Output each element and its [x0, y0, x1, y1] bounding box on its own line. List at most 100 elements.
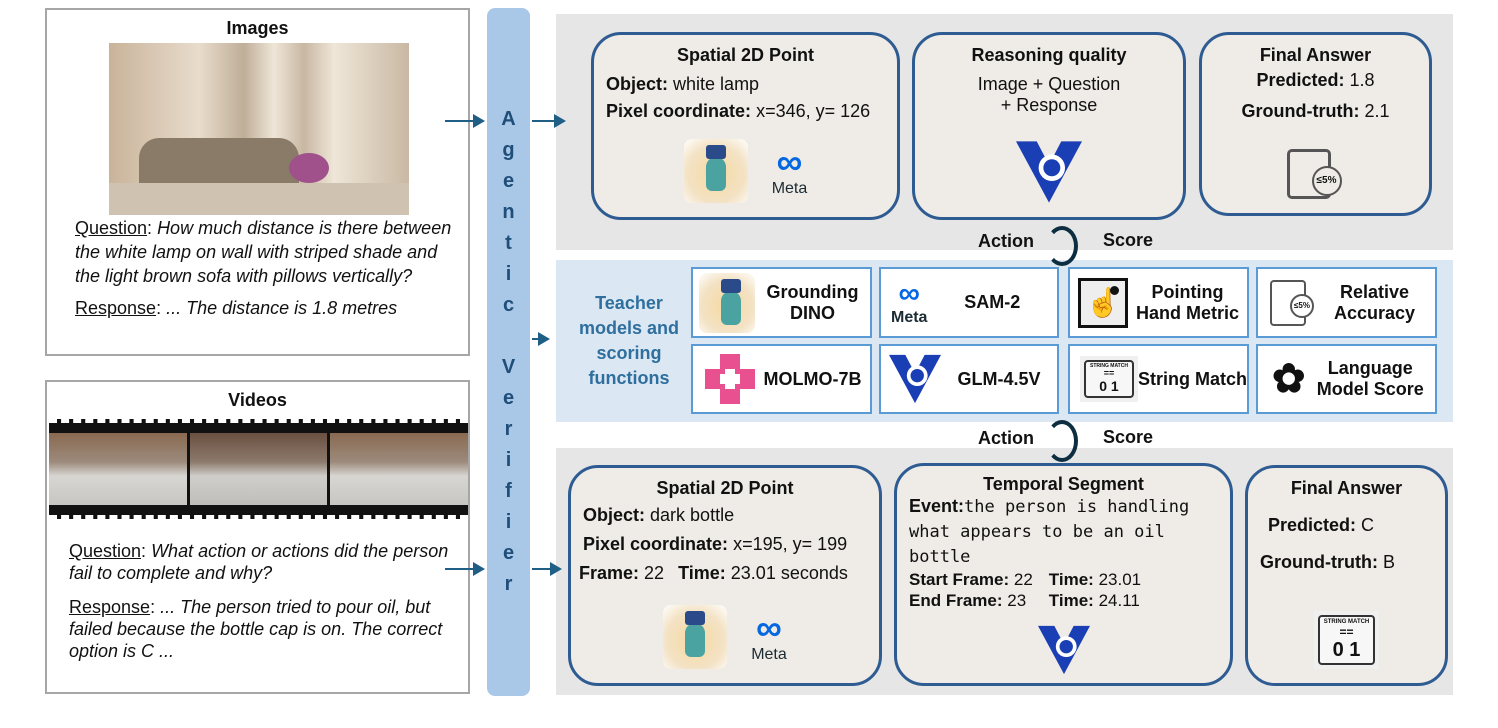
video-qa-block: Question: What action or actions did the…	[69, 540, 467, 662]
grounding-dino-icon	[699, 272, 755, 333]
label: Pixel coordinate:	[583, 534, 729, 554]
cycle-arrows-icon	[1046, 420, 1078, 462]
video-response: Response: ... The person tried to pour o…	[69, 597, 443, 661]
tile-label: SAM-2	[964, 292, 1021, 312]
action-label-bottom: Action	[978, 428, 1034, 448]
object-value: dark bottle	[650, 505, 735, 525]
card-title: Spatial 2D Point	[676, 45, 815, 65]
tile-relative-accuracy: ≤5% Relative Accuracy	[1256, 267, 1437, 338]
molmo-logo-icon	[705, 354, 755, 404]
tile-language-model-score: ✿ Language Model Score	[1256, 344, 1437, 414]
label: Ground-truth:	[1241, 101, 1360, 121]
meta-logo-icon: ∞Meta	[891, 276, 928, 326]
agentic-verifier-bar: A g e n t i c V e r i f i e r	[487, 8, 530, 696]
meta-logo-icon: ∞Meta	[751, 607, 787, 664]
arrow-verifier-to-top	[532, 114, 566, 128]
videos-title: Videos	[228, 390, 287, 410]
grounding-dino-icon	[683, 139, 748, 203]
predicted-value: 1.8	[1349, 70, 1375, 90]
score-label-top: Score	[1103, 230, 1154, 250]
images-title: Images	[226, 18, 289, 38]
end-time-value: 24.11	[1098, 591, 1140, 610]
ground-truth-value: B	[1382, 552, 1395, 572]
card-title: Final Answer	[1259, 45, 1372, 65]
event-value: the person is handling what appears to b…	[909, 497, 1190, 567]
verifier-letter: A	[501, 108, 516, 130]
glm-logo-icon	[1037, 625, 1090, 675]
frame-value: 22	[644, 563, 665, 583]
verifier-letter: g	[502, 139, 515, 161]
score-label-bottom: Score	[1103, 427, 1154, 447]
arrow-videos-to-verifier	[445, 562, 485, 576]
tile-label: Pointing Hand Metric	[1135, 281, 1240, 323]
tile-label: MOLMO-7B	[763, 368, 862, 389]
tile-label: GLM-4.5V	[957, 368, 1041, 389]
glm-logo-icon	[1016, 141, 1082, 203]
label: Object:	[606, 74, 669, 94]
predicted-value: C	[1361, 515, 1375, 535]
verifier-letter: t	[505, 232, 512, 254]
verifier-letter: r	[504, 573, 513, 595]
room-image	[109, 43, 409, 215]
label: Event:	[909, 496, 965, 516]
card-title: Temporal Segment	[983, 474, 1144, 494]
images-input-panel: Images Question: How much distance is th…	[45, 8, 470, 356]
grounding-dino-icon	[663, 605, 728, 669]
tile-molmo-7b: MOLMO-7B	[691, 344, 872, 414]
video-filmstrip	[49, 419, 469, 519]
verifier-letter: V	[501, 356, 516, 378]
reasoning-quality-card: Reasoning quality Image + Question + Res…	[912, 32, 1186, 220]
label: Predicted:	[1256, 70, 1345, 90]
clipboard-accuracy-icon: ≤5%	[1270, 279, 1314, 326]
openai-logo-icon: ✿	[1272, 357, 1306, 401]
verifier-letter: i	[505, 449, 512, 471]
label: Time:	[1048, 570, 1094, 589]
object-value: white lamp	[673, 74, 760, 94]
reasoning-line: Image + Question	[977, 74, 1121, 94]
pixel-value: x=346, y= 126	[756, 101, 871, 121]
meta-logo-icon: ∞Meta	[771, 141, 808, 198]
tile-glm-4-5v: GLM-4.5V	[879, 344, 1059, 414]
glm-logo-icon	[889, 354, 941, 404]
tile-label: Relative Accuracy	[1333, 281, 1416, 323]
clipboard-accuracy-icon: ≤5%	[1286, 149, 1342, 199]
image-question: Question: How much distance is there bet…	[75, 218, 452, 286]
label: End Frame:	[909, 591, 1003, 610]
verifier-letter: r	[504, 418, 513, 440]
label: Frame:	[579, 563, 640, 583]
reasoning-line: + Response	[1000, 95, 1098, 115]
verifier-letter: n	[502, 201, 515, 223]
action-label-top: Action	[978, 231, 1034, 251]
arrow-verifier-to-bottom	[532, 562, 562, 576]
bottom-spatial-card: Spatial 2D Point Object: dark bottle Pix…	[568, 465, 882, 686]
top-spatial-card: Spatial 2D Point Object: white lamp Pixe…	[591, 32, 900, 220]
time-value: 23.01 seconds	[730, 563, 848, 583]
card-title: Spatial 2D Point	[656, 478, 794, 498]
cycle-arrows-icon	[1046, 226, 1078, 266]
verifier-letter: i	[505, 263, 512, 285]
start-time-value: 23.01	[1098, 570, 1142, 589]
tile-label: Grounding DINO	[766, 281, 859, 323]
tile-label: String Match	[1137, 368, 1247, 389]
string-match-icon: STRING MATCH==0 1	[1313, 611, 1380, 669]
string-match-icon: STRING MATCH==0 1	[1080, 355, 1138, 403]
card-title: Reasoning quality	[971, 45, 1127, 65]
verifier-letter: f	[505, 480, 512, 502]
tile-label: Language Model Score	[1316, 358, 1424, 399]
end-frame-value: 23	[1007, 591, 1027, 610]
verifier-letter: e	[502, 387, 515, 409]
tile-grounding-dino: Grounding DINO	[691, 267, 872, 338]
pixel-value: x=195, y= 199	[733, 534, 848, 554]
label: Object:	[583, 505, 646, 525]
verifier-letter: i	[505, 511, 512, 533]
verifier-letter: c	[502, 294, 515, 316]
label: Start Frame:	[909, 570, 1010, 589]
start-frame-value: 22	[1013, 570, 1033, 589]
tile-sam-2: ∞Meta SAM-2	[879, 267, 1059, 338]
verifier-letter: e	[502, 170, 515, 192]
image-qa-block: Question: How much distance is there bet…	[75, 216, 465, 320]
label: Pixel coordinate:	[606, 101, 752, 121]
arrow-images-to-verifier	[445, 114, 485, 128]
bottom-final-answer-card: Final Answer Predicted: C Ground-truth: …	[1245, 465, 1448, 686]
label: Time:	[1048, 591, 1094, 610]
